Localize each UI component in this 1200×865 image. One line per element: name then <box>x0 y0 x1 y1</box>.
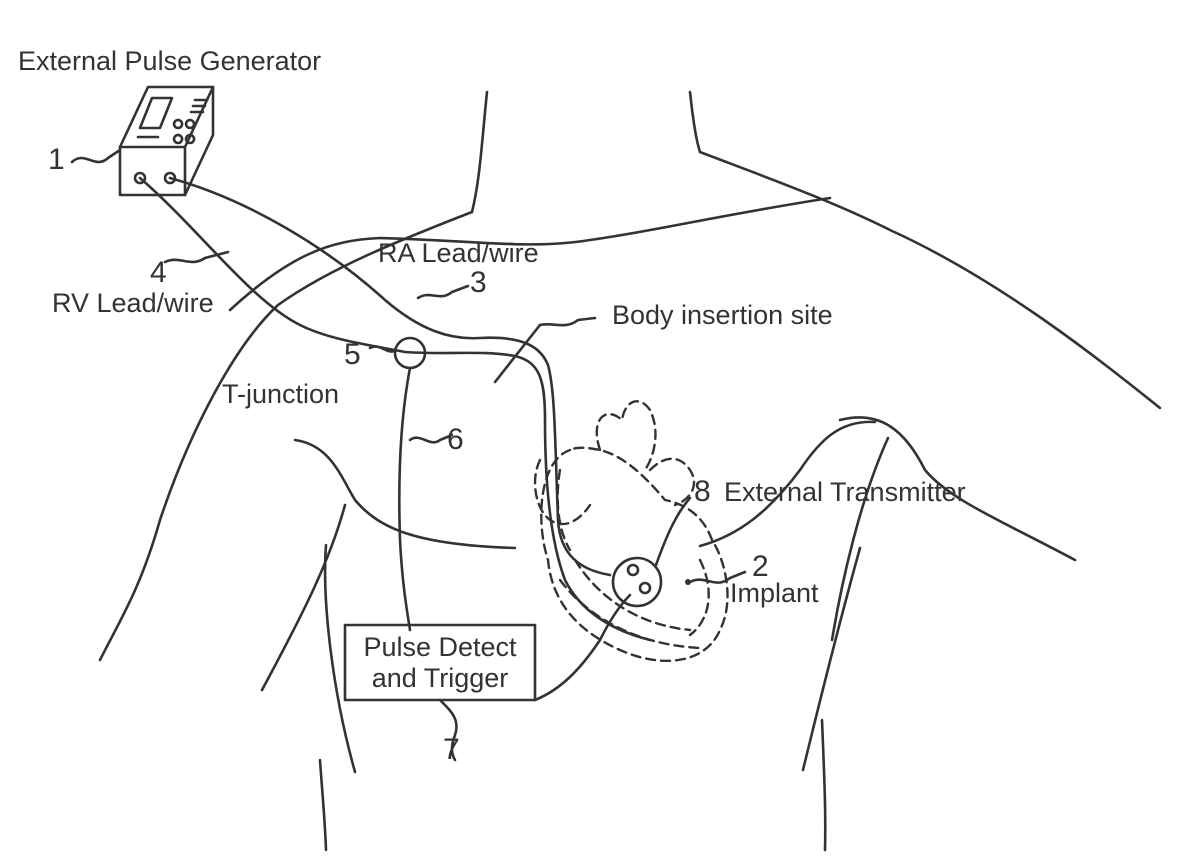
leader-1 <box>70 148 122 164</box>
heart-vessel <box>556 468 572 552</box>
heart-outline <box>533 400 729 662</box>
t-junction-label: T-junction <box>222 379 340 409</box>
rv-lead-label: RV Lead/wire <box>52 288 214 318</box>
pulse-detect-label: Pulse Detect and Trigger <box>345 632 535 694</box>
pulmonary-artery <box>648 457 696 507</box>
left-pec-line <box>293 438 517 550</box>
device-front-connector-right <box>163 171 177 185</box>
leader-lines <box>70 148 747 762</box>
ref-4: 4 <box>150 256 167 289</box>
left-armpit-line <box>260 503 347 692</box>
left-shoulder-line <box>98 210 474 662</box>
right-pec-line <box>698 420 877 548</box>
leader-5 <box>368 345 398 353</box>
leads <box>138 176 663 702</box>
ref-5: 5 <box>344 338 361 371</box>
ref-2: 2 <box>752 550 769 583</box>
ref-6: 6 <box>447 423 464 456</box>
transmitter-label: External Transmitter <box>724 477 966 507</box>
ventricle-apex <box>688 558 710 637</box>
body-insertion-tick <box>493 323 542 384</box>
insertion-site-label: Body insertion site <box>612 300 833 330</box>
device-buttons <box>136 98 209 145</box>
left-side-line <box>318 758 328 852</box>
leader-4 <box>163 250 230 264</box>
external-transmitter-ring <box>611 556 663 608</box>
detector-to-transmitter <box>533 593 632 702</box>
device-top-face <box>118 85 215 149</box>
rv-lead-wire <box>138 176 652 642</box>
generator-label: External Pulse Generator <box>18 46 322 76</box>
leader-2 <box>688 570 747 584</box>
right-arm-inner-line <box>830 436 890 642</box>
ventricle-inner <box>558 578 702 650</box>
leader-8 <box>654 496 692 567</box>
right-lower-side-line <box>820 718 827 852</box>
aorta <box>595 400 657 472</box>
heart-body <box>540 446 729 662</box>
leader-3 <box>416 284 470 300</box>
leader-6 <box>408 433 454 444</box>
pulse-detect-line1: Pulse Detect <box>363 632 517 662</box>
left-arm-inner-line <box>323 543 357 774</box>
ref-1: 1 <box>48 143 65 176</box>
leader-insertion-site <box>538 316 597 327</box>
right-shoulder-line <box>698 150 1162 410</box>
right-armpit-line <box>838 416 1077 562</box>
device-side-face <box>183 85 215 197</box>
pulse-generator-device <box>118 85 215 197</box>
ra-lead-label: RA Lead/wire <box>378 238 539 268</box>
pulse-detect-line2: and Trigger <box>371 663 509 693</box>
ra-lead-wire <box>168 176 612 577</box>
clavicle-line <box>228 196 832 312</box>
ventricle-septum <box>573 558 692 632</box>
device-screen <box>138 96 174 130</box>
right-side-line <box>801 546 862 772</box>
torso-outline <box>98 90 1162 852</box>
transmitter-inner-circle-a <box>626 563 640 577</box>
transmitter-inner-circle-b <box>638 581 652 595</box>
ref-7: 7 <box>443 733 460 766</box>
neck-right-line <box>688 90 702 154</box>
neck-left-line <box>470 90 489 214</box>
wire-6-to-detector <box>398 366 412 632</box>
implant-label: Implant <box>730 578 819 608</box>
ref-3: 3 <box>470 266 487 299</box>
leader-7 <box>438 698 458 762</box>
implant-dot <box>685 579 691 585</box>
ref-8: 8 <box>694 475 711 508</box>
device-front-connector-left <box>133 171 147 185</box>
